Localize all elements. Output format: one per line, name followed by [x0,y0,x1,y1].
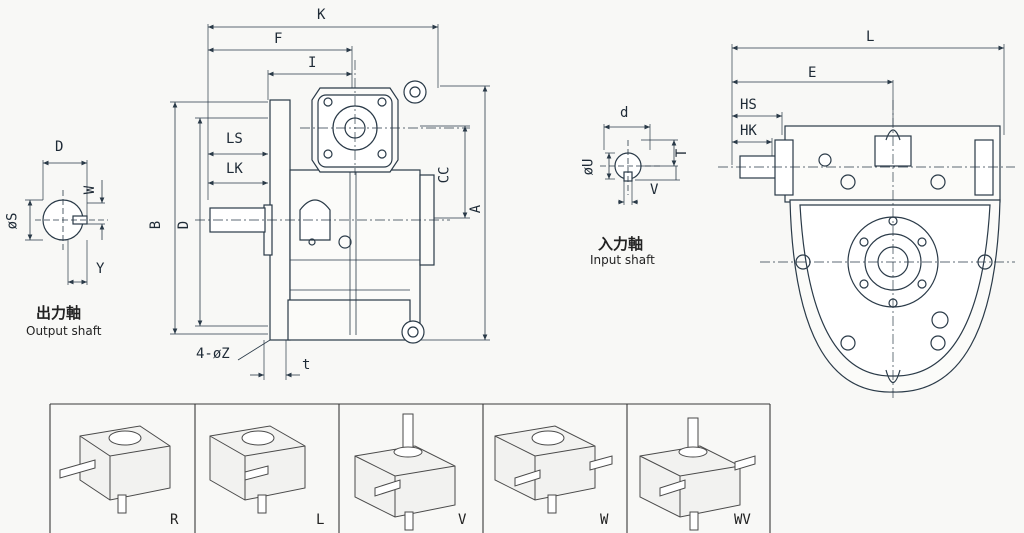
dim-label-d: d [620,105,629,121]
dim-label-T: T [674,148,691,158]
dim-label-I: I [308,55,317,71]
input-shaft-section [600,124,680,205]
output-shaft-title-en: Output shaft [26,324,102,338]
mount-r-sketch [59,425,171,514]
dim-label-S: øS [4,212,21,230]
mount-type-label: R [170,512,179,528]
mount-w-sketch [494,425,613,514]
output-shaft-section [25,160,108,285]
dim-label-Z: 4-øZ [196,346,230,362]
dim-label-HK: HK [740,123,757,139]
dim-label-HS: HS [740,97,757,113]
dim-label-LK: LK [226,161,243,177]
side-view [170,24,490,380]
output-shaft-title-jp: 出力軸 [36,304,82,322]
dim-label-A: A [468,204,485,214]
dim-label-Y: Y [96,261,105,277]
mount-l-sketch [209,425,306,514]
mount-type-label: V [458,512,467,528]
mount-type-label: L [316,512,325,528]
mount-wv-sketch [639,417,756,531]
input-shaft-title-jp: 入力軸 [598,235,644,253]
input-shaft-title-en: Input shaft [590,253,655,267]
mount-type-label: W [600,512,609,528]
dim-label-D-side: D [176,220,193,230]
dim-label-D-output: D [55,139,64,155]
dim-label-E: E [808,65,817,81]
dim-label-V: V [650,182,659,198]
dim-label-L: L [866,29,875,45]
dim-label-K: K [317,7,326,23]
mounting-types-table [49,403,771,533]
mount-type-label: WV [734,512,751,528]
mount-v-sketch [354,413,456,531]
dim-label-U: øU [580,158,597,176]
front-view [718,44,1015,400]
dim-label-CC: CC [436,166,453,184]
dim-label-LS: LS [226,131,243,147]
dim-label-F: F [274,31,283,47]
dim-label-t: t [302,357,311,373]
dim-label-B: B [148,220,165,230]
dim-label-W: W [82,185,99,195]
